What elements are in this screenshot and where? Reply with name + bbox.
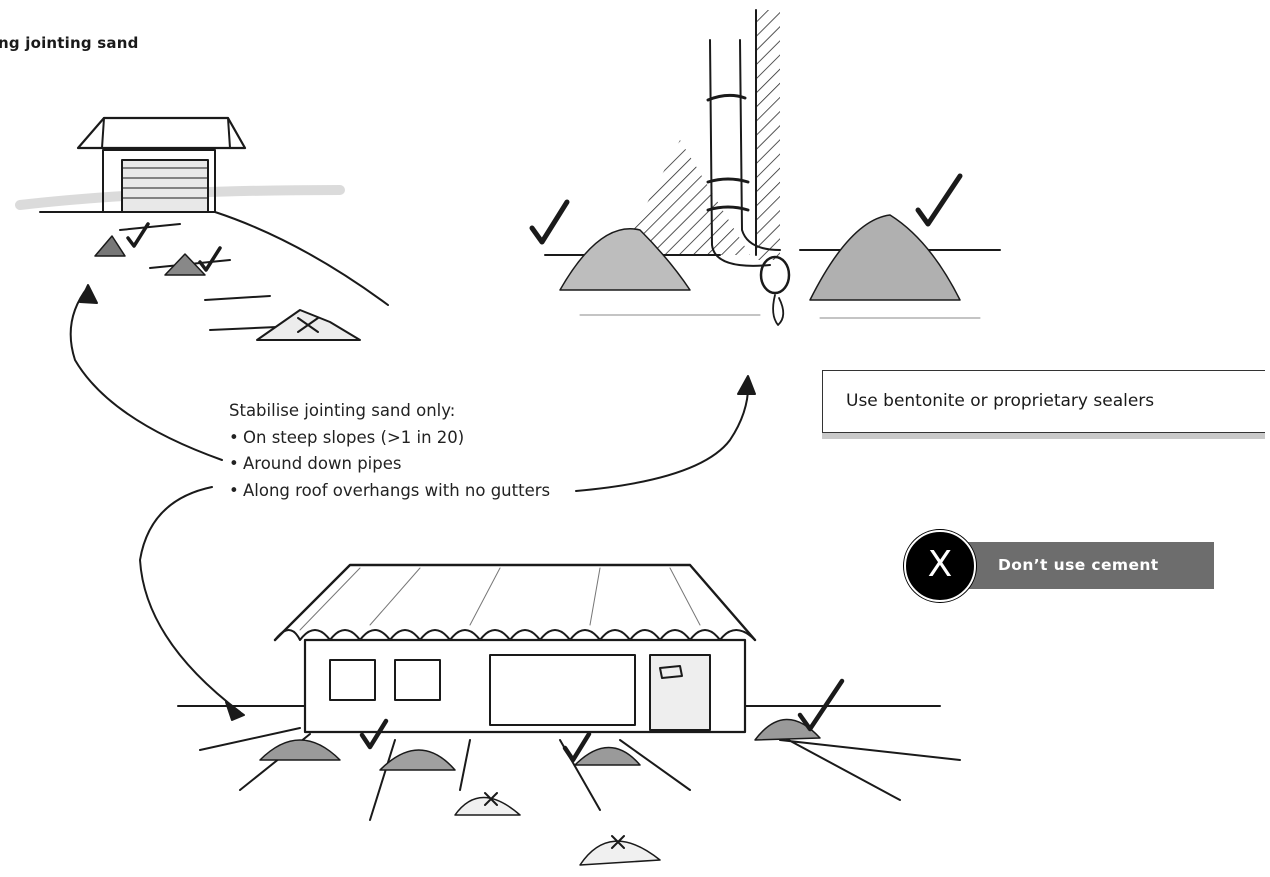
bullet: • — [229, 425, 243, 452]
sealer-callout: Use bentonite or proprietary sealers — [822, 370, 1265, 433]
list-item: •Around down pipes — [229, 451, 550, 478]
list-item: •On steep slopes (>1 in 20) — [229, 425, 550, 452]
cement-warning: Don’t use cement X — [904, 530, 1214, 600]
bullet: • — [229, 451, 243, 478]
warning-symbol: X — [906, 545, 974, 585]
list-item-text: On steep slopes (>1 in 20) — [243, 428, 464, 447]
warning-bar: Don’t use cement — [952, 542, 1214, 589]
callout-text: Use bentonite or proprietary sealers — [846, 391, 1154, 411]
bullet: • — [229, 478, 243, 505]
list-item-text: Along roof overhangs with no gutters — [243, 481, 550, 500]
notes-heading: Stabilise jointing sand only: — [229, 398, 550, 425]
stabilise-notes: Stabilise jointing sand only: •On steep … — [229, 398, 550, 504]
cross-icon: X — [904, 530, 976, 602]
downpipe-sketch — [532, 10, 1000, 325]
list-item-text: Around down pipes — [243, 454, 401, 473]
list-item: •Along roof overhangs with no gutters — [229, 478, 550, 505]
house-sketch — [178, 565, 960, 865]
warning-text: Don’t use cement — [998, 556, 1159, 574]
page-title: ng jointing sand — [0, 34, 139, 52]
notes-list: •On steep slopes (>1 in 20) •Around down… — [229, 425, 550, 505]
